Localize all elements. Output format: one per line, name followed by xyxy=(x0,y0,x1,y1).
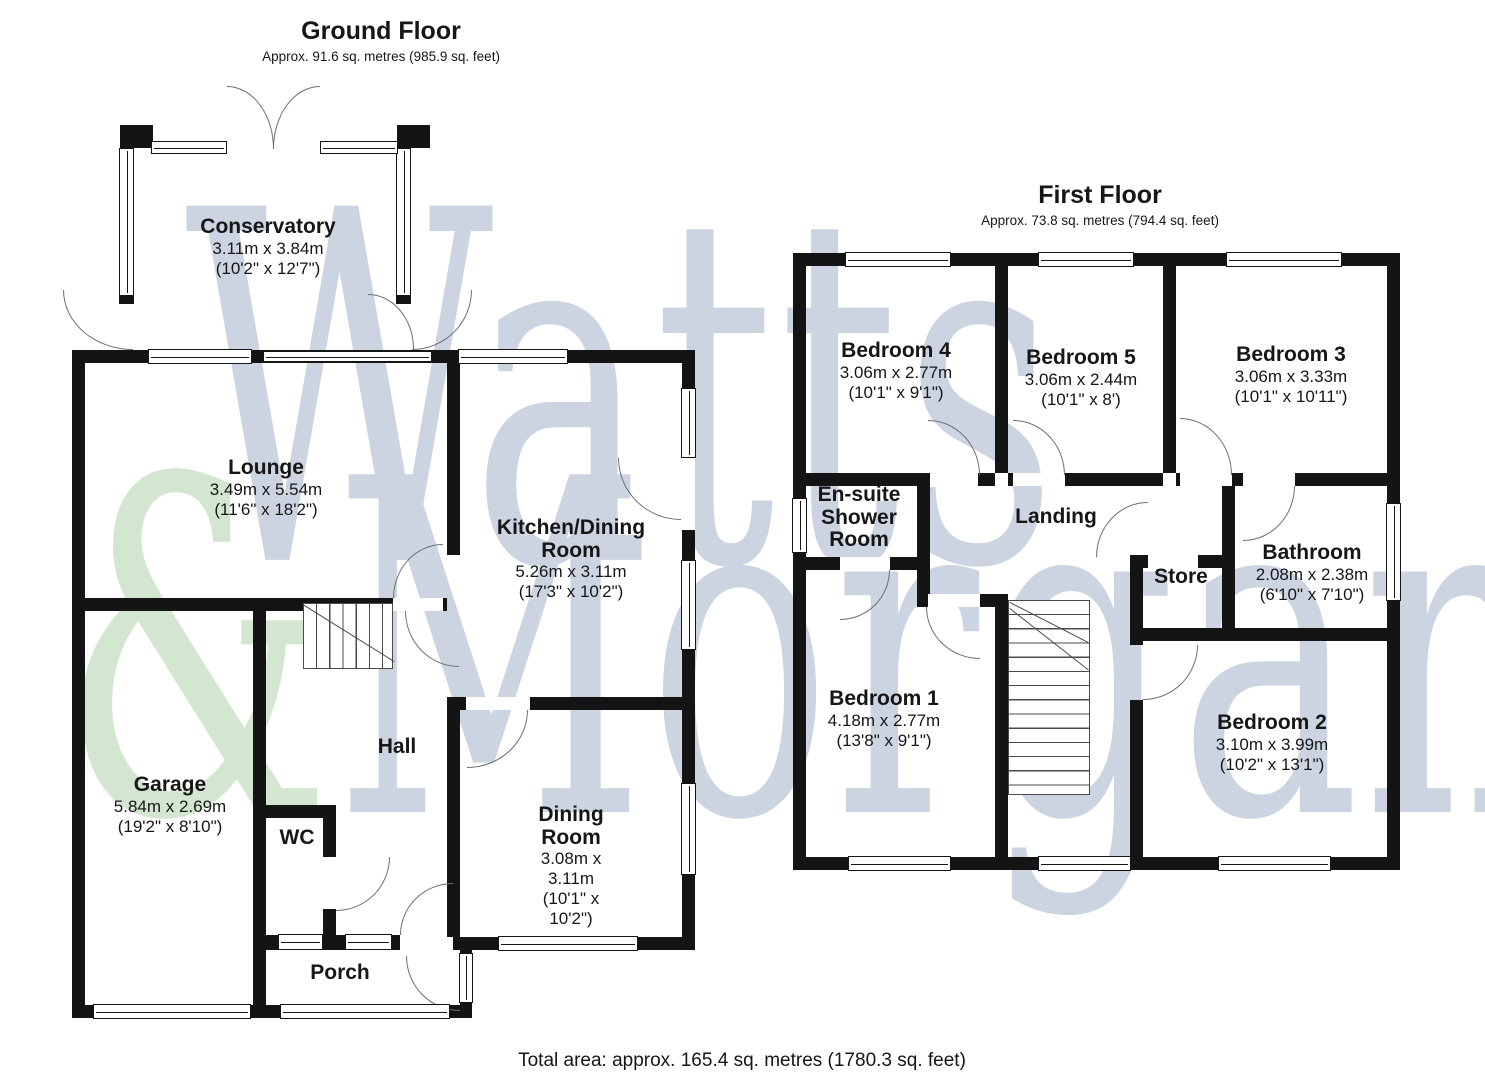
door-arc xyxy=(1096,502,1148,557)
ground-floor-title: Ground Floor Approx. 91.6 sq. metres (98… xyxy=(262,17,500,64)
room-label-bathroom: Bathroom 2.08m x 2.38m (6'10" x 7'10") xyxy=(1255,541,1369,604)
wc-top-wall xyxy=(266,805,336,818)
bathroom-left-wall xyxy=(1222,486,1235,641)
door-arc xyxy=(227,86,274,149)
window-h xyxy=(848,856,951,871)
door-arc xyxy=(1243,486,1295,541)
room-label-bedroom2: Bedroom 2 3.10m x 3.99m (10'2" x 13'1") xyxy=(1215,711,1329,774)
window-h xyxy=(148,349,252,364)
patio-threshold xyxy=(263,351,432,362)
window-h xyxy=(93,1004,251,1019)
total-area-text: Total area: approx. 165.4 sq. metres (17… xyxy=(518,1050,966,1071)
door-arc xyxy=(926,607,980,659)
room-label-conservatory: Conservatory 3.11m x 3.84m (10'2" x 12'7… xyxy=(200,215,336,278)
wc-right-wall xyxy=(323,805,336,857)
window-h xyxy=(278,934,323,950)
ensuite-right-wall xyxy=(917,473,930,607)
window-h xyxy=(1038,856,1131,871)
room-label-dining: Dining Room 3.08m x 3.11m (10'1" x 10'2"… xyxy=(538,803,604,929)
door-gap xyxy=(466,697,530,710)
bed2-left-wall xyxy=(1130,700,1143,870)
room-label-landing: Landing xyxy=(1015,505,1097,528)
wc-right-wall xyxy=(323,909,336,937)
bed1-right-wall xyxy=(995,594,1008,870)
room-label-porch: Porch xyxy=(310,961,370,984)
window-h xyxy=(320,141,398,154)
wall xyxy=(396,294,411,304)
window-v xyxy=(119,148,134,296)
floor-title-text: First Floor xyxy=(1038,181,1162,209)
door-arc xyxy=(63,290,133,350)
window-h xyxy=(151,141,227,154)
window-h xyxy=(345,934,392,950)
stairs xyxy=(1008,600,1090,795)
room-label-bedroom5: Bedroom 5 3.06m x 2.44m (10'1" x 8') xyxy=(1024,346,1138,409)
room-label-bedroom3: Bedroom 3 3.06m x 3.33m (10'1" x 10'11") xyxy=(1234,343,1348,406)
floor-area-text: Approx. 91.6 sq. metres (985.9 sq. feet) xyxy=(262,48,500,64)
door-arc xyxy=(1143,645,1198,700)
bed2-top-wall xyxy=(1130,628,1400,641)
window-v xyxy=(792,498,807,553)
wall xyxy=(120,125,153,148)
door-gap xyxy=(1013,473,1065,486)
door-arc xyxy=(400,883,453,935)
door-arc xyxy=(393,544,443,598)
door-gap xyxy=(682,458,695,530)
window-h xyxy=(458,349,568,364)
front-door-sidelight xyxy=(459,953,473,1003)
room-label-store: Store xyxy=(1154,565,1208,588)
floor-title-text: Ground Floor xyxy=(301,17,461,45)
door-arc xyxy=(1180,418,1232,475)
room-label-hall: Hall xyxy=(377,735,417,758)
room-label-bedroom4: Bedroom 4 3.06m x 2.77m (10'1" x 9'1") xyxy=(839,339,953,402)
window-h xyxy=(498,936,638,951)
window-h xyxy=(1038,252,1134,267)
door-arc xyxy=(840,570,890,620)
window-v xyxy=(681,388,696,458)
door-gap xyxy=(1148,555,1198,568)
kitchen-left-wall xyxy=(447,363,460,555)
room-label-lounge: Lounge 3.49m x 5.54m (11'6" x 18'2") xyxy=(209,456,323,519)
bed2-left-wall xyxy=(1130,641,1143,645)
window-h xyxy=(1226,252,1342,267)
door-arc xyxy=(618,458,681,520)
window-h xyxy=(845,252,951,267)
wall xyxy=(397,125,430,148)
door-arc xyxy=(406,956,460,1011)
dining-left-wall xyxy=(447,697,460,937)
door-arc xyxy=(1013,420,1065,475)
floor-area-text: Approx. 73.8 sq. metres (794.4 sq. feet) xyxy=(981,212,1219,228)
gf-outer-wall-left xyxy=(72,350,85,1018)
first-floor-title: First Floor Approx. 73.8 sq. metres (794… xyxy=(981,181,1219,228)
door-gap xyxy=(1180,473,1232,486)
door-arc xyxy=(405,611,459,667)
door-gap xyxy=(1243,473,1295,486)
door-arc xyxy=(412,290,472,350)
door-arc xyxy=(467,710,528,768)
door-gap xyxy=(393,598,443,611)
window-v xyxy=(681,783,696,875)
door-arc xyxy=(273,86,320,149)
door-gap xyxy=(928,594,980,607)
room-label-bedroom1: Bedroom 1 4.18m x 2.77m (13'8" x 9'1") xyxy=(827,687,941,750)
room-label-garage: Garage 5.84m x 2.69m (19'2" x 8'10") xyxy=(113,773,227,836)
window-v xyxy=(396,148,411,296)
bed5-bed3-wall xyxy=(1163,266,1176,473)
door-arc xyxy=(928,420,980,475)
store-left-wall xyxy=(1130,555,1143,641)
door-gap xyxy=(928,473,978,486)
garage-right-wall xyxy=(253,611,266,1005)
window-h xyxy=(280,1004,450,1019)
room-label-wc: WC xyxy=(279,826,315,849)
door-gap xyxy=(400,935,453,950)
door-gap xyxy=(840,557,890,570)
door-arc xyxy=(336,857,390,911)
window-v xyxy=(1386,503,1401,601)
window-h xyxy=(1218,856,1331,871)
bed4-bed5-wall xyxy=(995,266,1008,473)
room-label-ensuite: En-suite Shower Room xyxy=(817,483,901,552)
window-v xyxy=(681,560,696,650)
room-label-kitchen: Kitchen/Dining Room 5.26m x 3.11m (17'3"… xyxy=(496,516,646,602)
